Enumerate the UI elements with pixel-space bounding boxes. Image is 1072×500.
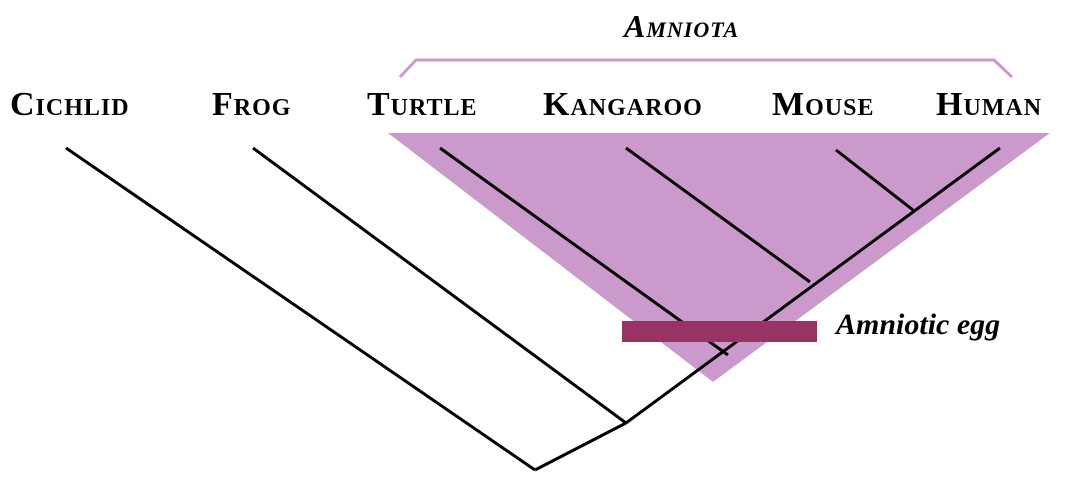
amniotic-egg-marker <box>622 321 817 342</box>
amniota-shaded-region <box>388 133 1050 382</box>
branch-cichlid <box>65 146 536 472</box>
taxon-label-kangaroo: Kangaroo <box>543 86 703 123</box>
branches <box>65 146 1001 472</box>
amniotic-egg-label: Amniotic egg <box>836 308 1001 341</box>
taxon-label-frog: Frog <box>212 86 292 123</box>
branch-kangaroo <box>625 146 811 284</box>
taxon-label-turtle: Turtle <box>367 86 478 123</box>
branch-turtle <box>439 146 729 357</box>
branch-mouse <box>835 148 914 212</box>
branch-frog <box>252 146 627 425</box>
taxon-label-mouse: Mouse <box>772 86 875 123</box>
branch-root-to-frog-node <box>534 421 627 472</box>
amniota-clade-label: Amniota <box>624 8 740 44</box>
amniota-bracket <box>398 58 1014 79</box>
branch-frog-node-to-human <box>625 146 1001 425</box>
taxon-label-human: Human <box>936 86 1043 123</box>
taxon-label-cichlid: Cichlid <box>10 86 130 123</box>
